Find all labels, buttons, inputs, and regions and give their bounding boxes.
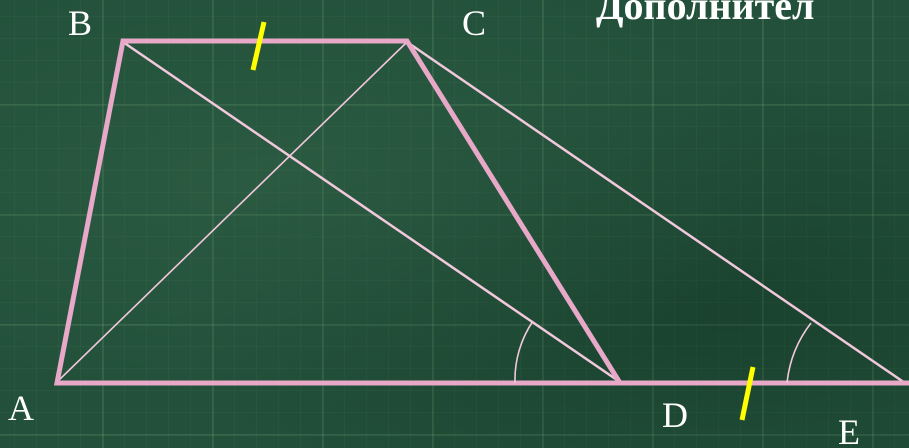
segment-ce bbox=[406, 40, 906, 385]
tick-mark-bc bbox=[250, 21, 267, 71]
label-point-a: A bbox=[8, 388, 34, 428]
page-title: Дополнител bbox=[596, 0, 815, 28]
tick-mark-de bbox=[739, 366, 756, 421]
trapezoid-outline bbox=[53, 38, 623, 386]
diagonal-ac bbox=[56, 41, 408, 383]
label-point-d: D bbox=[662, 395, 688, 435]
diagonal-bd bbox=[122, 40, 621, 384]
label-point-c: C bbox=[462, 3, 486, 43]
label-point-e: E bbox=[838, 412, 860, 448]
label-point-b: B bbox=[68, 3, 92, 43]
angle-arc-ced bbox=[786, 322, 812, 384]
angle-arc-bda bbox=[514, 320, 534, 384]
